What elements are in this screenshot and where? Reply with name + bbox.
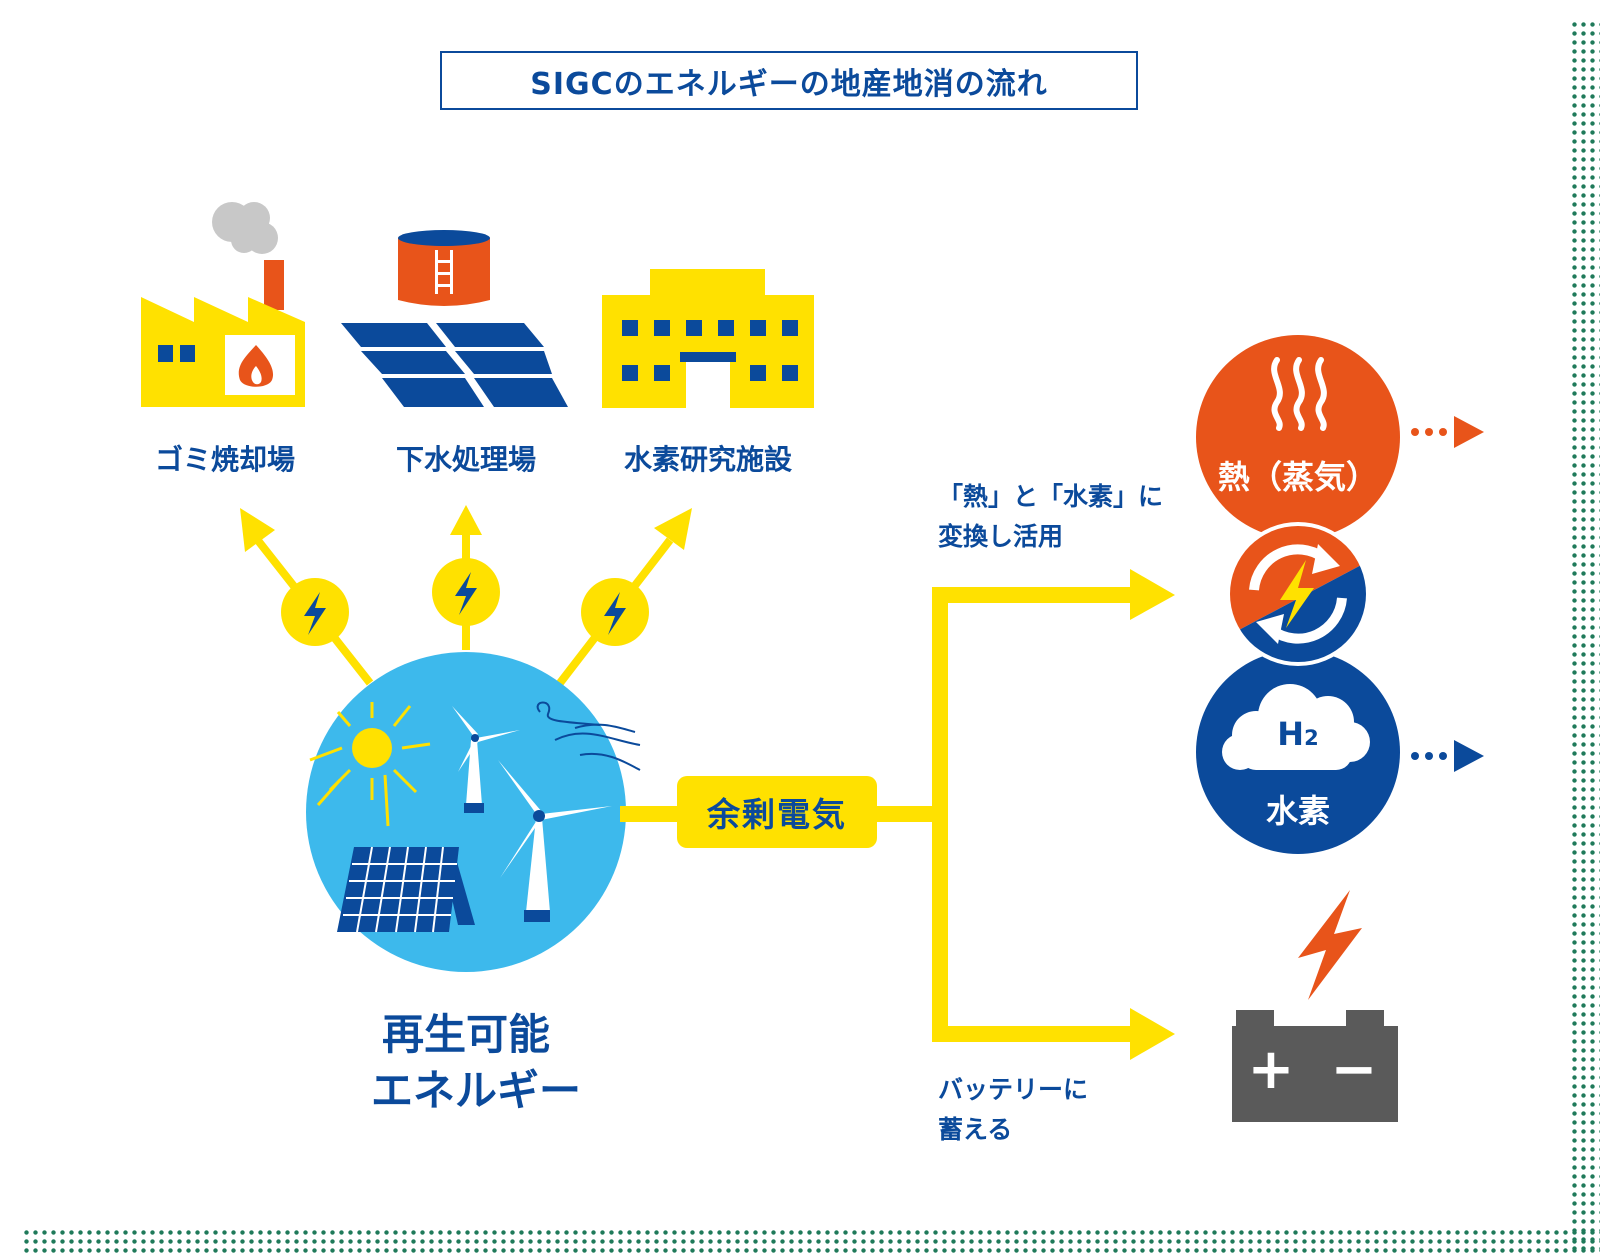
garbage-incinerator-icon [141, 202, 305, 407]
battery-plus-symbol: + [1247, 1037, 1295, 1102]
battery-icon [1232, 890, 1398, 1122]
lightning-badge-icon [581, 578, 649, 646]
heat-steam-circle [1196, 335, 1400, 539]
energy-conversion-cycle-icon [1226, 522, 1370, 666]
hydrogen-circle [1196, 650, 1400, 854]
heat-output-arrow [1411, 416, 1484, 448]
dotted-border-right [1570, 20, 1600, 1255]
sewage-treatment-plant-icon [341, 230, 568, 407]
diagram-title: SIGCのエネルギーの地産地消の流れ [440, 51, 1138, 110]
facility-label-garbage-incinerator: ゴミ焼却場 [154, 443, 295, 476]
lightning-badge-icon [281, 578, 349, 646]
convert-note-line2: 変換し活用 [938, 522, 1064, 551]
battery-note-line2: 蓄える [938, 1115, 1013, 1144]
lightning-badge-icon [432, 558, 500, 626]
hydrogen-label: 水素 [1265, 792, 1330, 830]
heat-label: 熱（蒸気） [1217, 458, 1378, 496]
hydrogen-subscript: 2 [1304, 726, 1319, 750]
hydrogen-symbol: H [1277, 715, 1305, 753]
source-label-line1: 再生可能 [381, 1010, 550, 1059]
source-label-line2: エネルギー [370, 1066, 581, 1115]
hydrogen-research-facility-icon [602, 269, 814, 408]
steam-heat-icon [1271, 357, 1327, 431]
convert-note-line1: 「熱」と「水素」に [938, 482, 1164, 511]
facility-label-sewage-plant: 下水処理場 [395, 443, 536, 476]
battery-minus-symbol: − [1330, 1037, 1378, 1102]
dotted-border-bottom [22, 1228, 1600, 1255]
hydrogen-output-arrow [1411, 740, 1484, 772]
renewable-energy-globe-icon [306, 652, 641, 972]
battery-note-line1: バッテリーに [938, 1075, 1089, 1104]
surplus-electricity-label: 余剰電気 [677, 776, 877, 848]
hydrogen-cloud-icon [1222, 684, 1370, 770]
hydrogen-formula: H2 [1198, 715, 1398, 753]
facility-label-hydrogen-facility: 水素研究施設 [623, 443, 792, 476]
